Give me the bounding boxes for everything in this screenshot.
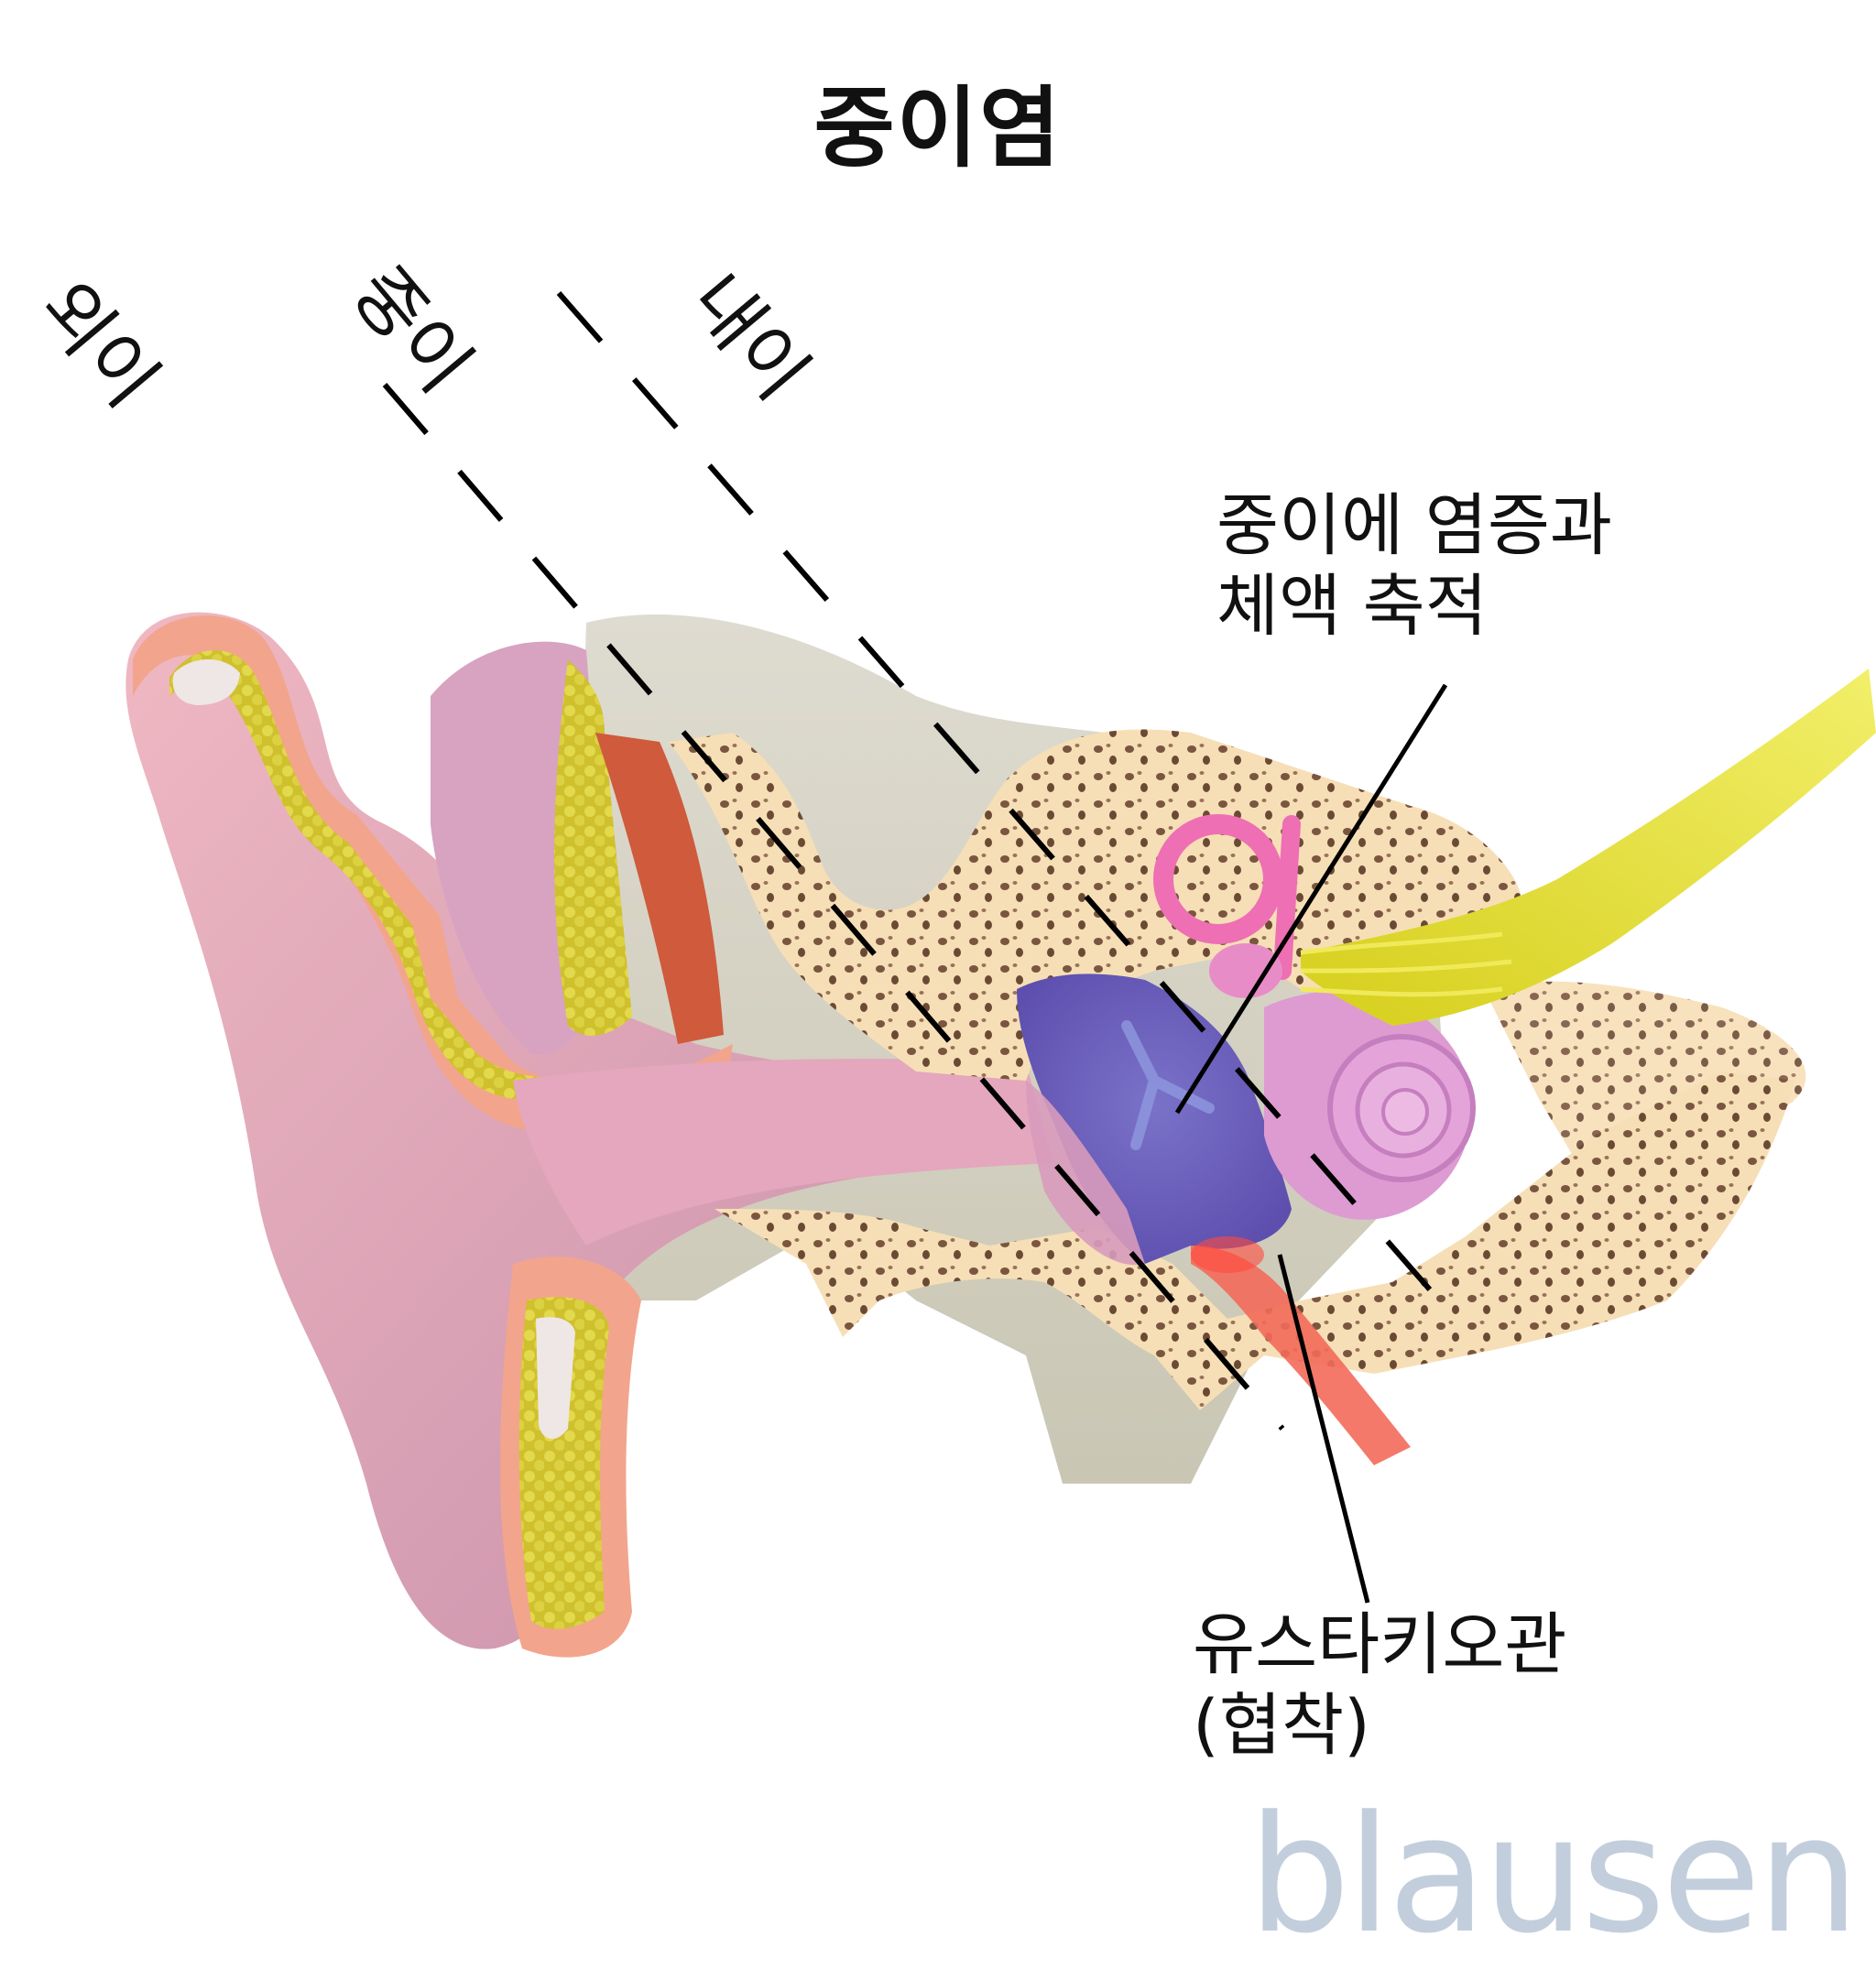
- callout-inflammation-line1: 중이에 염증과: [1216, 486, 1613, 565]
- tube-constriction: [1191, 1236, 1264, 1273]
- cochlea-spiral-inner: [1381, 1088, 1429, 1136]
- callout-eustachian-line2: (협착): [1193, 1686, 1370, 1765]
- callout-line-eustachian: [1277, 1254, 1370, 1604]
- eustachian-tube: [1191, 1246, 1411, 1465]
- nerve-fibers: [1300, 931, 1512, 997]
- boundary-dashes-outer-middle: [382, 383, 1285, 1431]
- callout-inflammation: 중이에 염증과 체액 축적: [1216, 485, 1612, 647]
- callout-eustachian-line1: 유스타키오관: [1193, 1605, 1567, 1684]
- semicircular-canal: [1153, 814, 1283, 944]
- temporal-bone-lower: [714, 1072, 1795, 1410]
- ossicles: [1121, 1020, 1215, 1150]
- diagram-title: 중이염: [813, 77, 1063, 179]
- ear-canal: [513, 1059, 1053, 1246]
- blausen-logo: blausen: [1248, 1781, 1860, 1969]
- concha-fat: [554, 659, 632, 1036]
- callout-inflammation-line2: 체액 축적: [1216, 567, 1488, 646]
- earlobe-cartilage: [536, 1317, 575, 1440]
- semicircular-canal-vertical: [1273, 815, 1301, 980]
- vestibule: [1209, 943, 1282, 998]
- muscle-fibers: [595, 733, 724, 1044]
- eardrum: [1026, 1081, 1145, 1266]
- callout-eustachian-tube: 유스타키오관 (협착): [1193, 1605, 1566, 1766]
- callout-line-inflammation: [1174, 683, 1448, 1115]
- pinna-fat-upper: [169, 650, 586, 1099]
- pinna-cartilage-upper: [172, 659, 240, 705]
- auditory-nerve: [1301, 669, 1876, 1026]
- temporal-bone-right: [1484, 981, 1806, 1191]
